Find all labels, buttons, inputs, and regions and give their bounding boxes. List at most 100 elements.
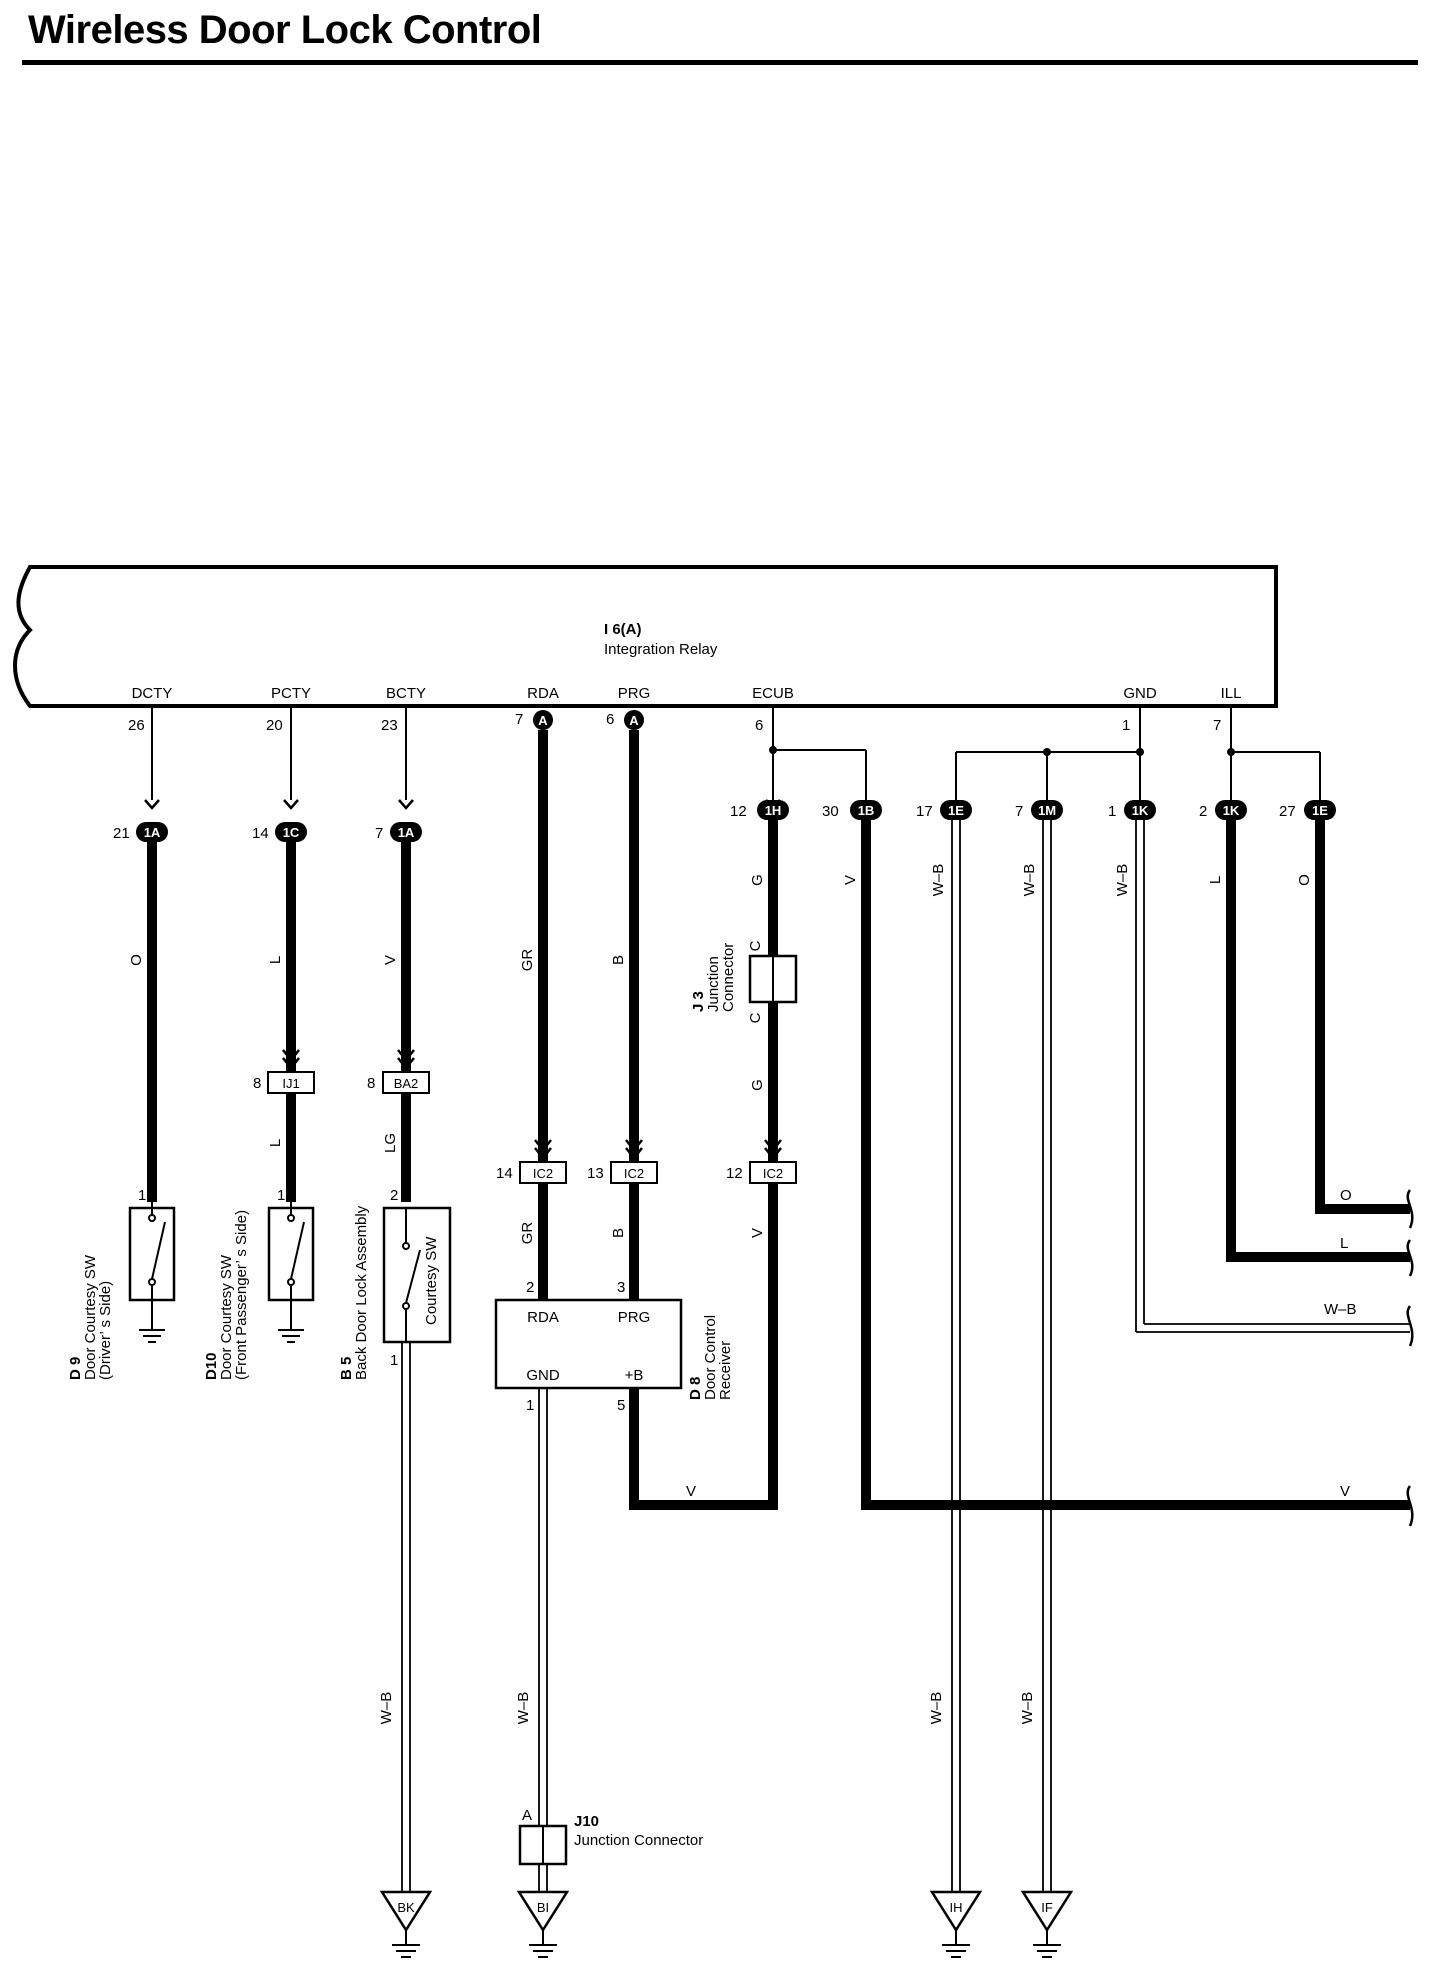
- ic-num-ij1: 8: [253, 1075, 261, 1092]
- jb-num-17: 17: [916, 803, 933, 820]
- b5-back-door-lock-assembly: Courtesy SW 2 1 B 5 Back Door Lock Assem…: [338, 1187, 452, 1380]
- jb-num-30: 30: [822, 803, 839, 820]
- jb-code-7m: 1M: [1038, 803, 1056, 818]
- page-title: Wireless Door Lock Control: [28, 8, 542, 52]
- wire-color-labels: O L L V LG GR GR B B G G V V W–B W–B W–B…: [128, 864, 1357, 1725]
- pin-label-ecub: ECUB: [752, 685, 794, 702]
- d8-pin-rda: 2: [526, 1279, 534, 1296]
- b5-inner-label: Courtesy SW: [423, 1236, 440, 1325]
- jb-code-30: 1B: [858, 803, 875, 818]
- ic-num-ic2-12: 12: [726, 1165, 743, 1182]
- inline-arrowheads: [282, 1049, 782, 1161]
- wire-break-marks: [1406, 1189, 1414, 1527]
- wire-rda-upper: GR: [519, 949, 536, 972]
- pin-num-bcty: 23: [381, 717, 398, 734]
- jb-code-2k: 1K: [1223, 803, 1240, 818]
- d8-gnd-label: GND: [526, 1367, 560, 1384]
- ic-code-ba2: BA2: [394, 1076, 419, 1091]
- pin-num-ecub: 6: [755, 717, 763, 734]
- pin-num-pcty: 20: [266, 717, 283, 734]
- b5-id: B 5: [338, 1357, 355, 1380]
- wire-wb-7: W–B: [1021, 864, 1038, 897]
- jb-code-12: 1H: [765, 803, 782, 818]
- relay-to-jb-wires: [151, 706, 1321, 800]
- ground-if: IF: [1041, 1900, 1053, 1915]
- pin-num-rda: 7: [515, 711, 523, 728]
- pin-label-pcty: PCTY: [271, 685, 311, 702]
- ground-points: BK BI IH IF: [379, 1890, 1074, 1958]
- junction-block-connectors: 1A 21 1C 14 1A 7 1H 12 1B 30 1E 17 1M 7 …: [113, 799, 1336, 842]
- wire-prg-lower: B: [610, 1228, 627, 1238]
- j3-pin-bottom: C: [747, 1012, 764, 1023]
- j3-name2: Connector: [720, 943, 737, 1012]
- wire-v-30: V: [842, 875, 859, 885]
- b5-line1: Back Door Lock Assembly: [353, 1205, 370, 1380]
- wire-wb-1: W–B: [1114, 864, 1131, 897]
- wire-l-2: L: [1207, 876, 1224, 884]
- wire-ecub-lower: G: [749, 1079, 766, 1091]
- wire-bcty-lower: LG: [382, 1133, 399, 1153]
- j3-id: J 3: [690, 991, 707, 1012]
- d9-line1: Door Courtesy SW: [82, 1254, 99, 1380]
- jb-num-12: 12: [730, 803, 747, 820]
- d10-door-courtesy-sw: 1 D10 Door Courtesy SW (Front Passenger’…: [203, 1187, 315, 1380]
- wire-prg-upper: B: [610, 955, 627, 965]
- j10-name: Junction Connector: [574, 1832, 703, 1849]
- b5-pin-bottom: 1: [390, 1352, 398, 1369]
- jb-num-7m: 7: [1015, 803, 1023, 820]
- d8-line2: Receiver: [717, 1341, 734, 1400]
- integration-relay: I 6(A) Integration Relay: [13, 565, 1278, 708]
- d9-id: D 9: [67, 1357, 84, 1380]
- jb-num-1k: 1: [1108, 803, 1116, 820]
- ground-bi: BI: [537, 1900, 549, 1915]
- ic-code-ic2-12: IC2: [763, 1166, 783, 1181]
- d8-rda-label: RDA: [527, 1309, 559, 1326]
- branch-dots: [769, 746, 1235, 756]
- ic-num-ic2-13: 13: [587, 1165, 604, 1182]
- pin-num-gnd: 1: [1122, 717, 1130, 734]
- j3-junction-connector: C C J 3 Junction Connector: [690, 940, 798, 1023]
- d10-pin: 1: [277, 1187, 285, 1204]
- jb-num-27: 27: [1279, 803, 1296, 820]
- relay-name: Integration Relay: [604, 641, 718, 658]
- j10-junction-connector: A J10 Junction Connector: [518, 1807, 703, 1866]
- ground-ih: IH: [950, 1900, 963, 1915]
- wire-out-o: O: [1340, 1187, 1352, 1204]
- d9-pin: 1: [138, 1187, 146, 1204]
- pin-label-bcty: BCTY: [386, 685, 426, 702]
- jb-code-1k: 1K: [1132, 803, 1149, 818]
- pin-label-dcty: DCTY: [132, 685, 173, 702]
- d8-pin-gnd: 1: [526, 1397, 534, 1414]
- ic-code-ij1: IJ1: [282, 1076, 299, 1091]
- wire-d8-ground: W–B: [515, 1692, 532, 1725]
- wire-bcty-upper: V: [382, 955, 399, 965]
- wire-out-v: V: [1340, 1483, 1350, 1500]
- d8-prg-label: PRG: [618, 1309, 651, 1326]
- wire-dcty: O: [128, 954, 145, 966]
- jb-code-21: 1A: [144, 825, 161, 840]
- conn-a-prg: A: [629, 713, 639, 728]
- ic-code-ic2-13: IC2: [624, 1166, 644, 1181]
- title-divider: [22, 60, 1418, 65]
- d8-b-label: +B: [625, 1367, 644, 1384]
- double-wires: [401, 820, 1410, 1892]
- relay-pins: DCTY PCTY BCTY RDA PRG ECUB GND ILL 26 2…: [128, 685, 1241, 734]
- heavy-wires: [147, 730, 1410, 1510]
- ic-code-ic2-14: IC2: [533, 1166, 553, 1181]
- ic-num-ic2-14: 14: [496, 1165, 513, 1182]
- jb-code-7a: 1A: [398, 825, 415, 840]
- d10-line2: (Front Passenger’ s Side): [233, 1210, 250, 1380]
- pin-label-rda: RDA: [527, 685, 559, 702]
- ic-num-ba2: 8: [367, 1075, 375, 1092]
- wire-d8-v: V: [686, 1483, 696, 1500]
- j10-pin: A: [522, 1807, 532, 1824]
- wire-out-l: L: [1340, 1235, 1348, 1252]
- d8-door-control-receiver: RDA PRG GND +B 2 3 1 5 D 8 Door Control …: [494, 1279, 734, 1414]
- d10-id: D10: [203, 1352, 220, 1380]
- d9-line2: (Driver’ s Side): [97, 1281, 114, 1380]
- pin-label-gnd: GND: [1123, 685, 1157, 702]
- jb-code-17: 1E: [948, 803, 964, 818]
- pin-num-ill: 7: [1213, 717, 1221, 734]
- d8-pin-b: 5: [617, 1397, 625, 1414]
